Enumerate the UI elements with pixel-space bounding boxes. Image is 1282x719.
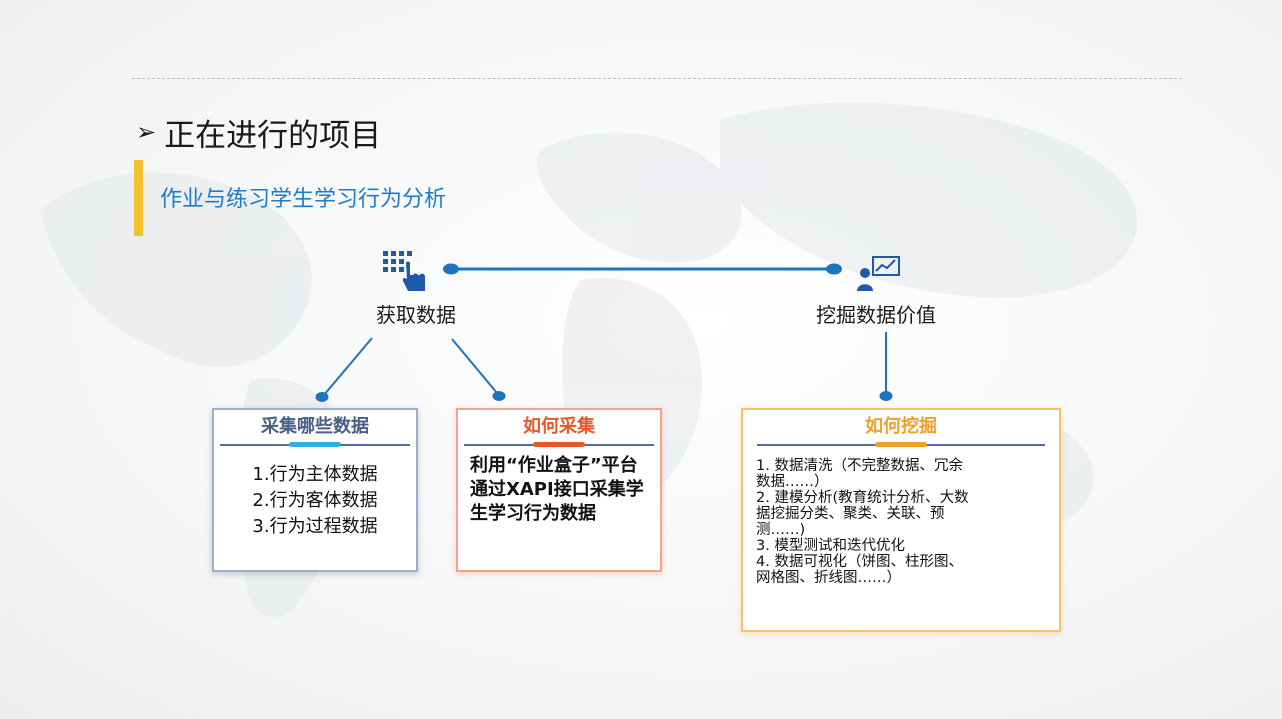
connector-dot [315, 392, 329, 402]
card-body: 1. 数据清洗（不完整数据、冗余 数据……） 2. 建模分析(教育统计分析、大数… [743, 446, 1059, 586]
top-divider [132, 78, 1182, 79]
how-mine-card: 如何挖掘 1. 数据清洗（不完整数据、冗余 数据……） 2. 建模分析(教育统计… [741, 408, 1061, 632]
connector-dot [879, 391, 893, 401]
title-pill [875, 442, 927, 447]
connector-dot [443, 263, 459, 275]
connector-dot [492, 391, 506, 401]
page-title: 正在进行的项目 [164, 117, 382, 154]
list-item: 1. 数据清洗（不完整数据、冗余 [756, 458, 963, 474]
list-item: 4. 数据可视化（饼图、柱形图、 [756, 554, 963, 570]
list-item: 网格图、折线图……） [756, 570, 901, 586]
list-item: 2. 建模分析(教育统计分析、大数 [756, 490, 969, 506]
list-item: 数据……） [756, 474, 829, 490]
card-title-rule [464, 442, 654, 447]
connector-acquire-to-how-collect [451, 338, 498, 394]
card-title-rule [757, 442, 1045, 447]
mine-data-value-label: 挖掘数据价值 [816, 303, 936, 327]
analyst-chart-icon [857, 256, 900, 291]
card-title: 如何挖掘 [865, 416, 937, 437]
title-pill [289, 442, 341, 447]
title-pill [533, 442, 585, 447]
project-subtitle: 作业与练习学生学习行为分析 [160, 187, 447, 212]
list-item: 测……) [756, 522, 806, 538]
list-item: 据挖掘分类、聚类、关联、预 [756, 506, 945, 522]
card-title: 采集哪些数据 [261, 416, 369, 437]
card-title: 如何采集 [523, 416, 595, 437]
subtitle-accent-bar [134, 160, 143, 236]
how-collect-card: 如何采集 利用“作业盒子”平台通过XAPI接口采集学生学习行为数据 [456, 408, 662, 572]
touch-grid-icon [383, 251, 425, 291]
list-item: 3.行为过程数据 [252, 516, 378, 537]
list-item: 3. 模型测试和迭代优化 [756, 538, 905, 554]
acquire-data-label: 获取数据 [376, 303, 456, 327]
card-body: 利用“作业盒子”平台通过XAPI接口采集学生学习行为数据 [470, 455, 644, 524]
card-body: 1.行为主体数据 2.行为客体数据 3.行为过程数据 [214, 446, 416, 540]
list-item: 1.行为主体数据 [252, 464, 378, 485]
connector-acquire-to-collect-what [323, 337, 373, 396]
page-heading: ➢ 正在进行的项目 [136, 110, 381, 154]
arrow-bullet-icon: ➢ [136, 118, 157, 146]
connector-dot [826, 263, 842, 275]
card-title-rule [220, 442, 410, 447]
list-item: 2.行为客体数据 [252, 490, 378, 511]
collect-what-card: 采集哪些数据 1.行为主体数据 2.行为客体数据 3.行为过程数据 [212, 408, 418, 572]
